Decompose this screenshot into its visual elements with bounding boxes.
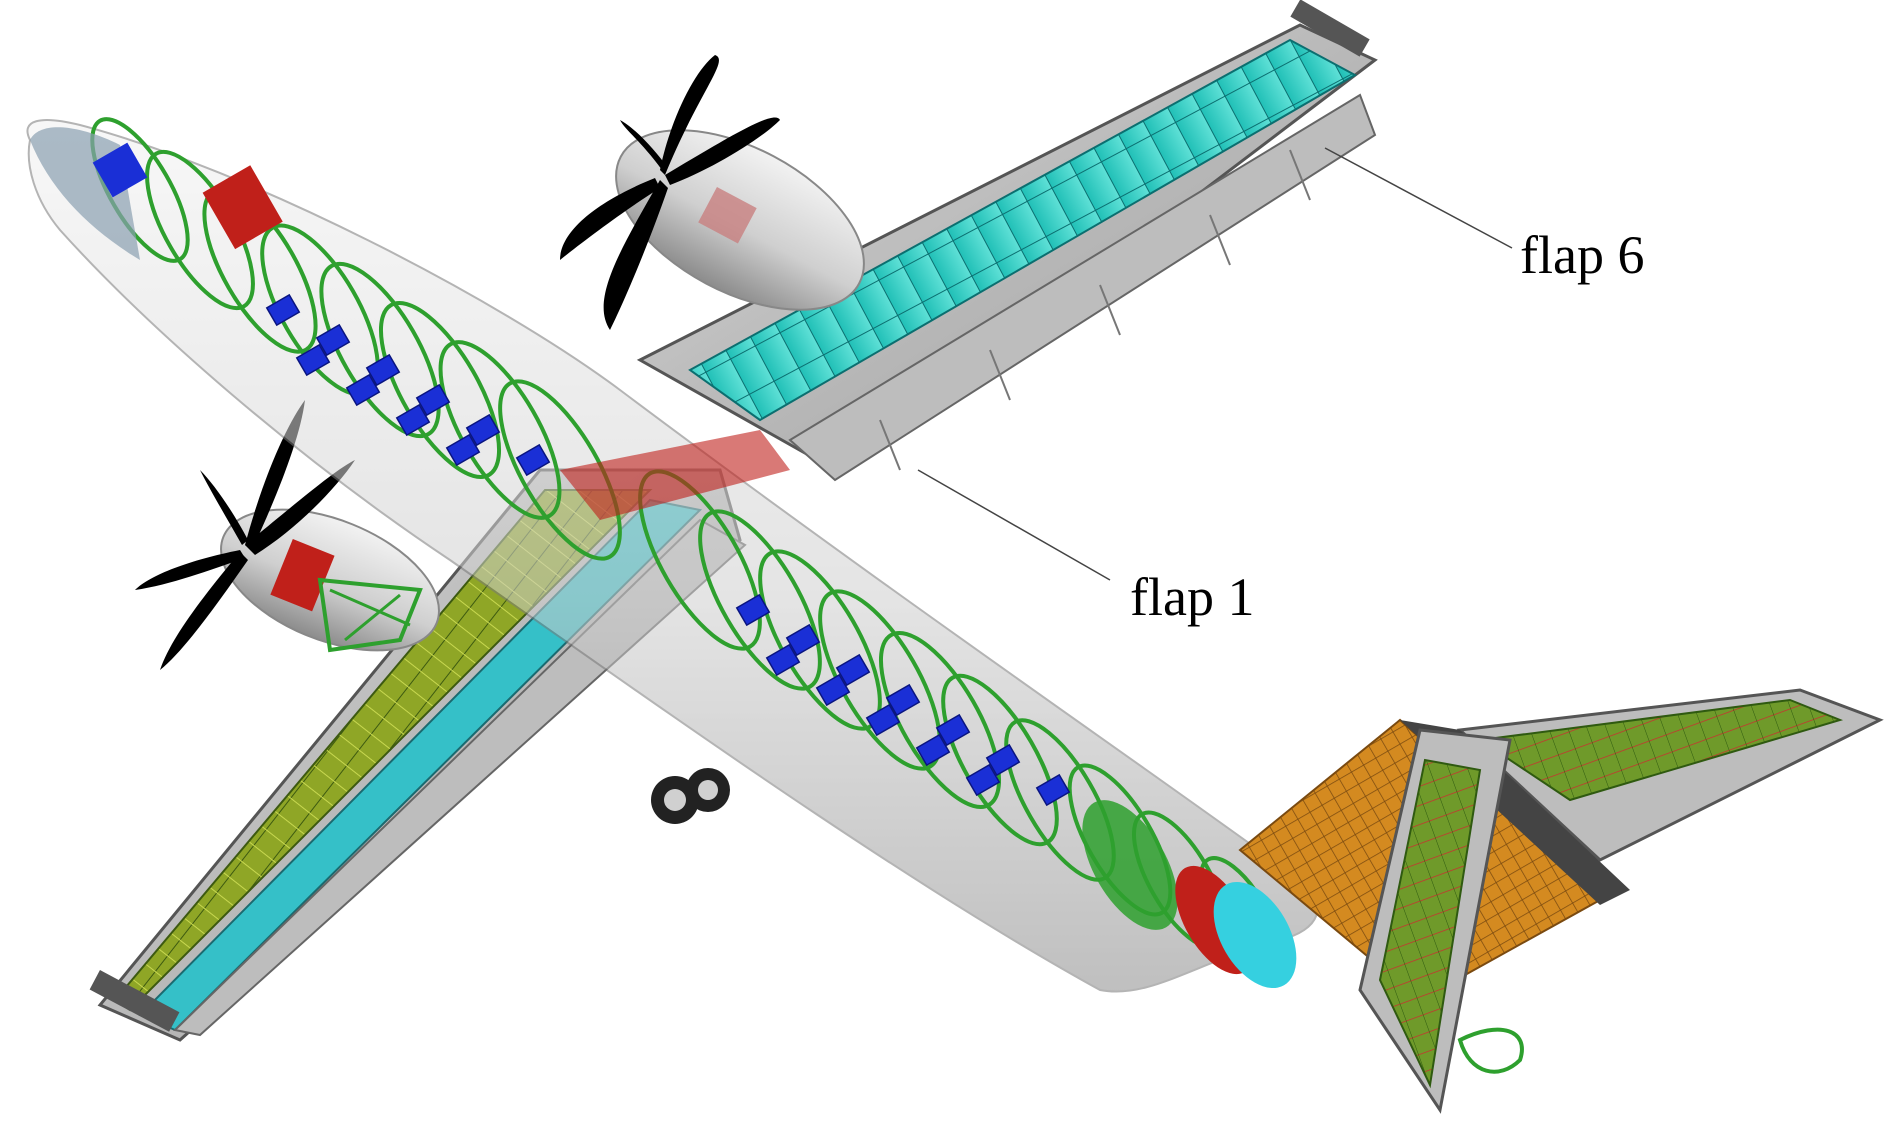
empennage xyxy=(1238,688,1884,1114)
upper-wing xyxy=(636,0,1378,482)
wing-tip-right xyxy=(1290,0,1370,57)
wing-tip-left xyxy=(89,970,180,1032)
flap1-leader-line xyxy=(917,469,1111,581)
cockpit xyxy=(30,127,283,261)
cabin-seats xyxy=(265,293,1071,807)
flap6-leader-line xyxy=(1324,147,1513,249)
rear-bulkhead xyxy=(1082,800,1297,989)
upper-engine xyxy=(560,55,865,330)
flap6-label: flap 6 xyxy=(1520,225,1645,285)
fuselage xyxy=(26,117,1319,993)
flap1-label: flap 1 xyxy=(1130,567,1255,627)
propeller-upper xyxy=(560,55,780,330)
landing-gear xyxy=(651,768,730,824)
